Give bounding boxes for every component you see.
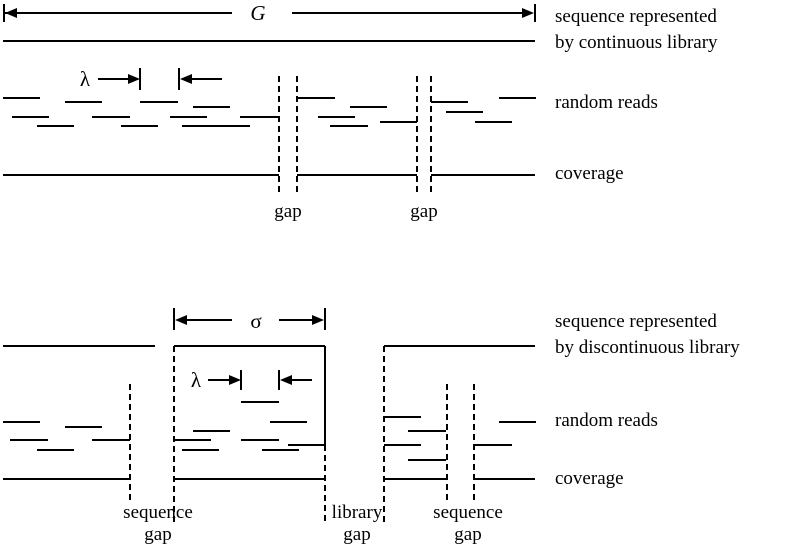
read-length-dimension-bottom: λ: [191, 368, 312, 392]
read-length-dimension: λ: [80, 67, 222, 91]
sigma-symbol: σ: [250, 309, 261, 333]
sequence-gap-1-line1: sequence: [123, 502, 193, 523]
library-gap-line1: library: [332, 502, 383, 523]
library-gap-line2: gap: [343, 524, 370, 545]
random-reads-label: random reads: [555, 92, 658, 113]
gap-label-2: gap: [410, 201, 437, 222]
sequence-label-line2: by continuous library: [555, 32, 718, 53]
bottom-panel: σ λ: [3, 308, 740, 545]
sequence-label-line1-bottom: sequence represented: [555, 311, 717, 332]
sequence-gap-2-line1: sequence: [433, 502, 503, 523]
sequence-label-line2-bottom: by discontinuous library: [555, 337, 740, 358]
gap-label-1: gap: [274, 201, 301, 222]
sequence-gap-2-line2: gap: [454, 524, 481, 545]
genome-length-dimension: G: [3, 1, 536, 25]
bottom-gap-markers: [129, 384, 475, 500]
lambda-symbol-bottom: λ: [191, 368, 202, 392]
coverage-label: coverage: [555, 163, 624, 184]
genome-symbol: G: [250, 1, 265, 25]
top-random-reads: [3, 97, 536, 127]
lambda-symbol: λ: [80, 67, 91, 91]
library-size-dimension: σ: [173, 308, 326, 333]
sequence-label-line1: sequence represented: [555, 6, 717, 27]
top-gap-markers: [278, 76, 432, 195]
coverage-label-bottom: coverage: [555, 468, 624, 489]
top-panel: G λ: [3, 1, 718, 222]
bottom-random-reads: [3, 401, 536, 461]
random-reads-label-bottom: random reads: [555, 410, 658, 431]
sequence-gap-1-line2: gap: [144, 524, 171, 545]
